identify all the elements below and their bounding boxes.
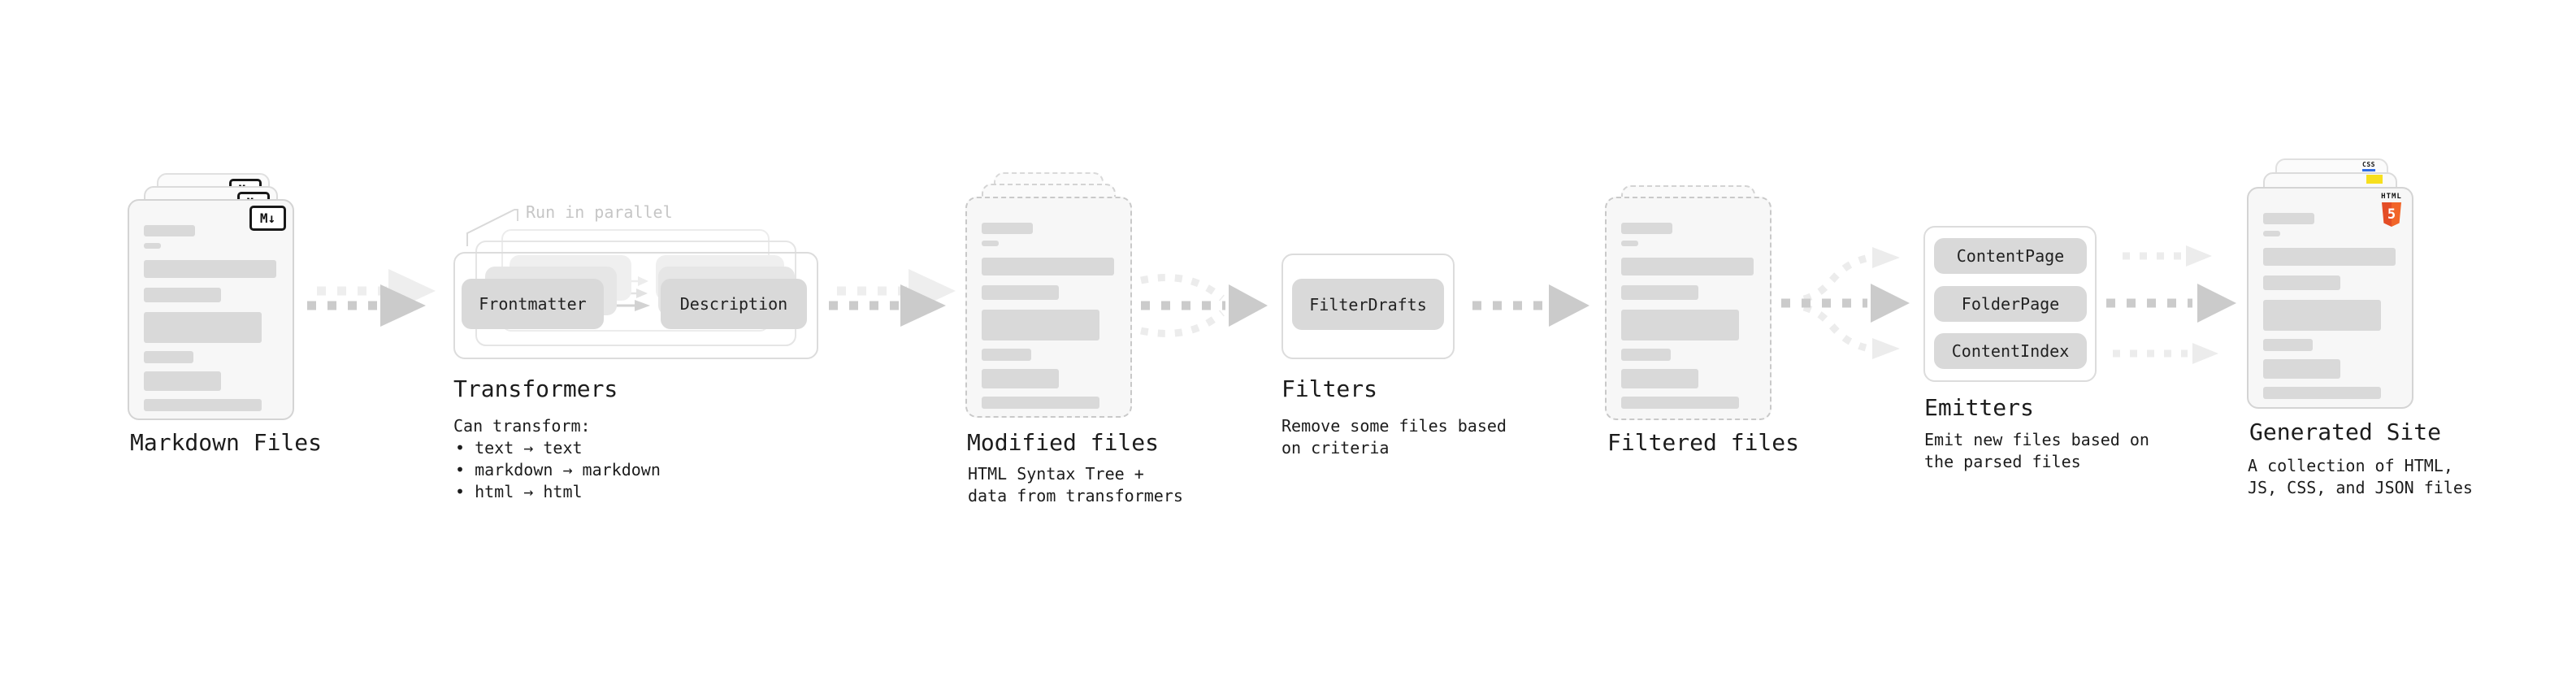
generated-site-caption-line: A collection of HTML, [2248, 456, 2453, 475]
arrow-markdown-to-transformers [307, 269, 436, 327]
placeholder-bar [1621, 285, 1698, 300]
placeholder-bar [982, 258, 1114, 275]
placeholder-bar [144, 312, 262, 343]
placeholder-bar [144, 225, 195, 236]
doc-content-lines [144, 225, 276, 419]
placeholder-bar [2263, 339, 2313, 351]
placeholder-bar [982, 349, 1031, 361]
emitter-content-index-pill: ContentIndex [1934, 333, 2087, 369]
placeholder-bar [2263, 300, 2381, 331]
placeholder-bar [144, 260, 276, 278]
placeholder-bar [144, 399, 262, 411]
placeholder-bar [1621, 310, 1739, 340]
filters-heading: Filters [1281, 375, 1378, 402]
filtered-files-label: Filtered files [1607, 429, 1800, 456]
run-in-parallel-callout-line [466, 209, 518, 246]
placeholder-bar [982, 285, 1059, 300]
placeholder-bar [1621, 258, 1754, 275]
arrow-emitters-to-site [2106, 245, 2236, 364]
placeholder-bar [982, 310, 1099, 340]
emitters-box [1923, 226, 2097, 382]
generated-site-caption: A collection of HTML, JS, CSS, and JSON … [2248, 455, 2473, 499]
placeholder-bar [1621, 397, 1739, 409]
modified-doc-front [965, 197, 1132, 418]
placeholder-bar [1621, 241, 1638, 246]
placeholder-bar [144, 371, 221, 391]
placeholder-bar [982, 369, 1059, 388]
transformer-frontmatter-pill: Frontmatter [462, 279, 604, 329]
markdown-files-label: Markdown Files [130, 429, 323, 456]
html5-icon-shield: 5 [2382, 202, 2401, 227]
placeholder-bar [1621, 223, 1672, 234]
arrow-modified-to-filters-merge [1140, 274, 1268, 337]
emitter-folder-page-pill: FolderPage [1934, 286, 2087, 322]
placeholder-bar [144, 243, 161, 249]
transformers-heading: Transformers [453, 375, 618, 402]
placeholder-bar [982, 397, 1099, 409]
generated-site-caption-line: JS, CSS, and JSON files [2248, 478, 2473, 497]
emitters-caption-line: Emit new files based on [1924, 430, 2149, 449]
filters-caption-line: on criteria [1281, 438, 1390, 458]
generated-site-label: Generated Site [2249, 419, 2442, 445]
placeholder-bar [982, 241, 999, 246]
transformer-description-pill: Description [661, 279, 807, 329]
html5-icon-word: HTML [2381, 193, 2402, 201]
doc-content-lines [1621, 223, 1754, 417]
placeholder-bar [1621, 349, 1671, 361]
transformers-caption-title: Can transform: [453, 416, 591, 436]
doc-content-lines [2263, 213, 2396, 407]
transformer-layer-front [453, 252, 818, 359]
placeholder-bar [2263, 213, 2314, 224]
emitters-heading: Emitters [1924, 394, 2034, 421]
transformers-bullet: • text → text [455, 438, 583, 458]
placeholder-bar [2263, 275, 2340, 290]
placeholder-bar [2263, 387, 2381, 399]
filters-caption: Remove some files based on criteria [1281, 415, 1507, 459]
modified-files-label: Modified files [967, 429, 1160, 456]
modified-files-caption-line: HTML Syntax Tree + [968, 464, 1144, 484]
placeholder-bar [144, 351, 193, 363]
doc-content-lines [982, 223, 1114, 417]
transformers-bullet: • markdown → markdown [455, 460, 661, 479]
markdown-doc-front: M↓ [128, 199, 294, 420]
javascript-icon [2366, 175, 2383, 184]
placeholder-bar [2263, 359, 2340, 379]
modified-files-caption: HTML Syntax Tree + data from transformer… [968, 463, 1183, 507]
modified-files-caption-line: data from transformers [968, 486, 1183, 505]
markdown-icon: M↓ [249, 206, 286, 231]
placeholder-bar [1621, 369, 1698, 388]
filtered-doc-front [1605, 197, 1772, 420]
emitters-caption: Emit new files based on the parsed files [1924, 429, 2149, 473]
run-in-parallel-label: Run in parallel [526, 202, 673, 222]
css-icon: CSS [2362, 162, 2375, 171]
site-doc-front: HTML 5 [2247, 187, 2413, 409]
emitters-caption-line: the parsed files [1924, 452, 2081, 471]
emitter-content-page-pill: ContentPage [1934, 238, 2087, 274]
arrow-transformers-to-modified [829, 269, 956, 327]
placeholder-bar [2263, 248, 2396, 266]
filters-caption-line: Remove some files based [1281, 416, 1507, 436]
transformers-caption: Can transform: • text → text • markdown … [453, 415, 661, 503]
arrow-filters-to-filtered [1472, 284, 1589, 327]
filter-drafts-pill: FilterDrafts [1292, 279, 1444, 330]
filters-box [1281, 254, 1455, 359]
transformers-bullet: • html → html [455, 482, 583, 501]
placeholder-bar [144, 288, 221, 302]
placeholder-bar [982, 223, 1033, 234]
html5-icon: HTML 5 [2381, 193, 2402, 227]
arrow-filtered-to-emitters-split [1781, 247, 1910, 359]
placeholder-bar [2263, 231, 2280, 236]
